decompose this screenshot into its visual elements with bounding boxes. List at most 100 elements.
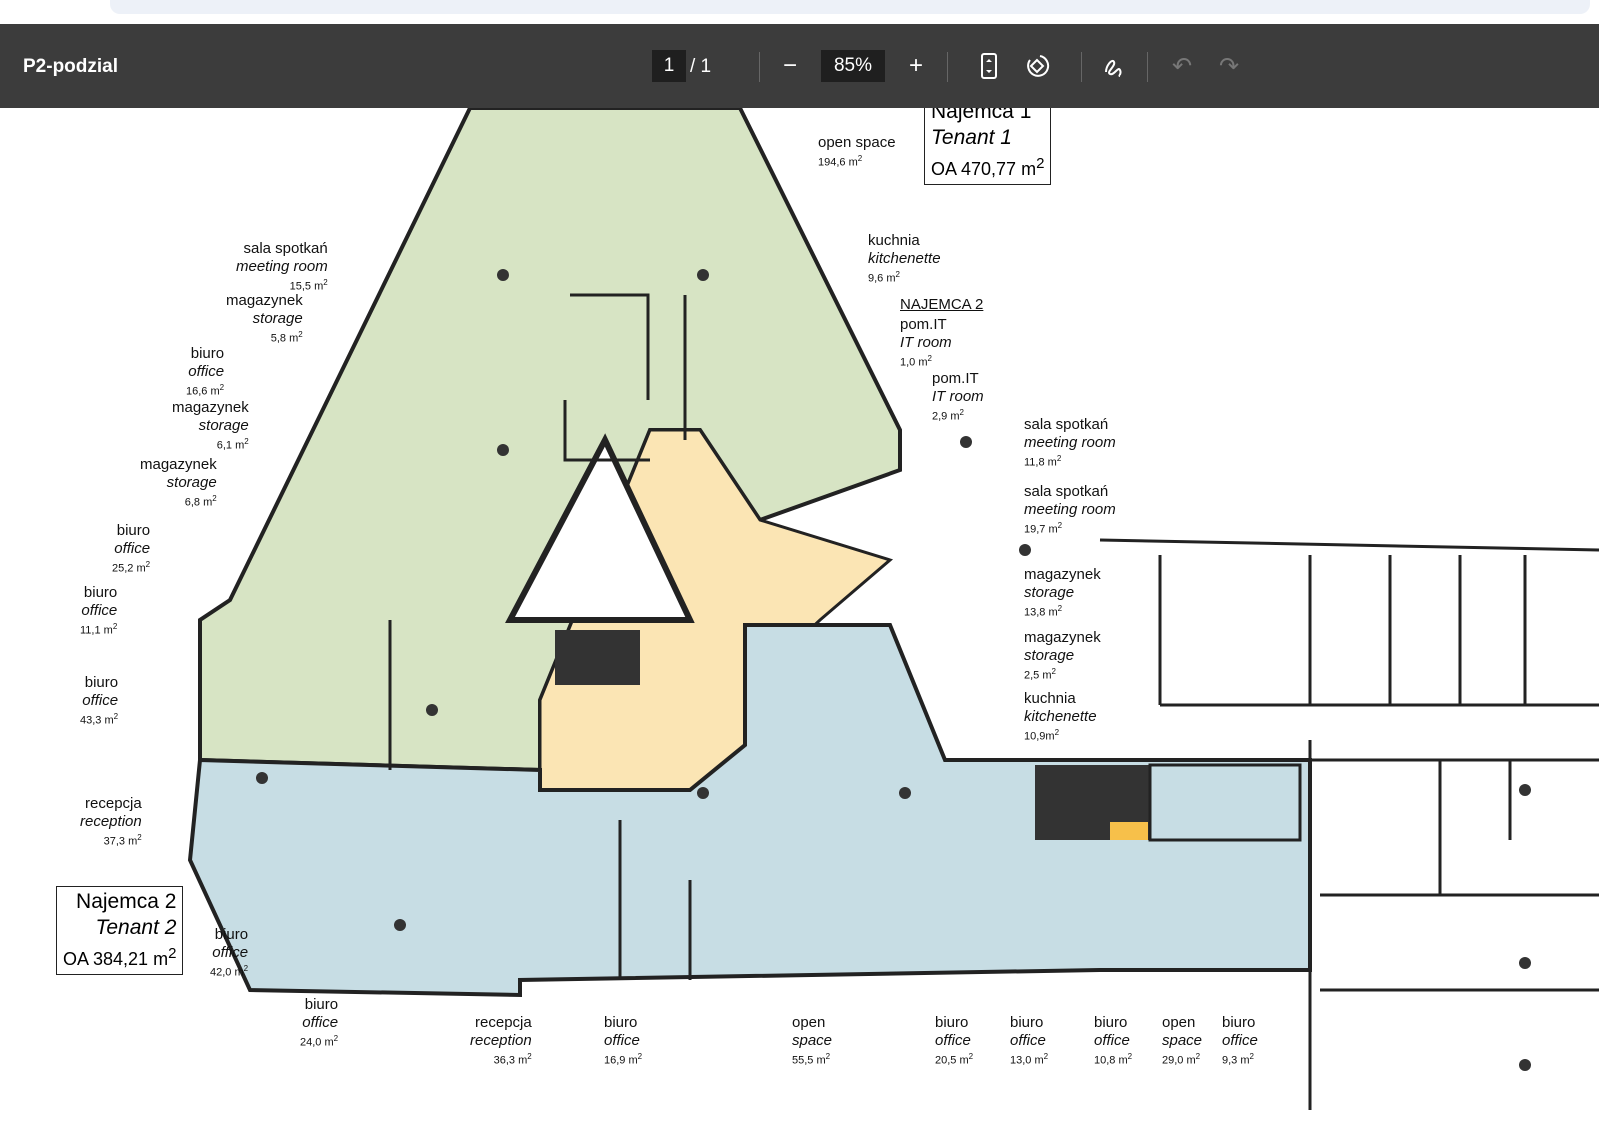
room-name: pom.IT xyxy=(900,316,947,333)
room-area: 29,0 m2 xyxy=(1162,1052,1201,1067)
room-name-en: reception xyxy=(470,1032,532,1049)
room-area: 1,0 m2 xyxy=(900,354,932,369)
zoom-out-button[interactable]: − xyxy=(774,50,806,82)
room-name-en: office xyxy=(81,602,118,619)
room-name-en: office xyxy=(114,540,151,557)
document-title: P2-podzial xyxy=(23,56,119,77)
room-name-en: storage xyxy=(1024,584,1075,601)
divider xyxy=(1081,52,1082,82)
room-name-en: office xyxy=(1222,1032,1258,1049)
room-area: 2,9 m2 xyxy=(932,408,964,423)
room-name-en: meeting room xyxy=(1024,434,1116,451)
pdf-page-view[interactable]: Najemca 1 Tenant 1 OA 470,77 m2 Najemca … xyxy=(0,108,1599,1136)
room-name-en: storage xyxy=(166,474,217,491)
room-name: kuchnia xyxy=(868,232,920,249)
room-name-en: office xyxy=(188,363,225,380)
room-area: 25,2 m2 xyxy=(112,560,151,575)
rotate-icon xyxy=(1027,55,1050,77)
room-name: biuro xyxy=(1094,1014,1128,1031)
elevators xyxy=(555,630,640,685)
room-name: magazynek xyxy=(1024,629,1101,646)
divider xyxy=(947,52,948,82)
redo-button[interactable]: ↷ xyxy=(1213,50,1245,82)
room-name-en: kitchenette xyxy=(868,250,941,267)
room-area: 55,5 m2 xyxy=(792,1052,831,1067)
tenant-name-en: Tenant 1 xyxy=(931,126,1012,149)
rotate-button[interactable] xyxy=(1021,50,1053,82)
room-area: 13,0 m2 xyxy=(1010,1052,1049,1067)
room-label: open space 194,6 m2 xyxy=(818,134,896,170)
room-area: 10,9m2 xyxy=(1024,728,1060,743)
undo-icon: ↶ xyxy=(1171,52,1193,80)
divider xyxy=(1147,52,1148,82)
adjacent-walls xyxy=(388,293,1599,1110)
room-area: 24,0 m2 xyxy=(300,1034,339,1049)
room-name: open xyxy=(792,1014,826,1031)
room-name: magazynek xyxy=(1024,566,1101,583)
room-name: pom.IT xyxy=(932,370,979,387)
room-name: open space xyxy=(818,134,896,151)
room-name: sala spotkań xyxy=(243,240,328,257)
room-area: 11,8 m2 xyxy=(1024,454,1062,469)
room-area: 6,8 m2 xyxy=(184,494,217,509)
room-area: 13,8 m2 xyxy=(1024,604,1063,619)
room-label: NAJEMCA 2 xyxy=(900,296,983,314)
room-area: 19,7 m2 xyxy=(1024,521,1063,536)
room-area: 16,6 m2 xyxy=(186,383,225,398)
room-area: 2,5 m2 xyxy=(1024,667,1056,682)
room-name-en: space xyxy=(1162,1032,1203,1049)
page-number-input[interactable]: 1 xyxy=(652,50,686,82)
room-name: kuchnia xyxy=(1024,690,1076,707)
room-name: biuro xyxy=(116,522,151,539)
room-name-en: office xyxy=(935,1032,971,1049)
room-area: 194,6 m2 xyxy=(818,154,863,169)
room-name-en: office xyxy=(604,1032,640,1049)
room-name: sala spotkań xyxy=(1024,483,1109,500)
room-area: 43,3 m2 xyxy=(80,712,119,727)
room-name-en: office xyxy=(302,1014,339,1031)
floor-plan xyxy=(187,108,1599,1110)
room-area: 20,5 m2 xyxy=(935,1052,974,1067)
room-name: recepcja xyxy=(85,795,142,812)
room-area: 42,0 m2 xyxy=(210,964,249,979)
zoom-in-button[interactable]: + xyxy=(900,50,932,82)
draw-button[interactable] xyxy=(1097,50,1129,82)
room-name-en: storage xyxy=(252,310,303,327)
undo-button[interactable]: ↶ xyxy=(1166,50,1198,82)
fit-page-button[interactable] xyxy=(973,50,1005,82)
room-name: biuro xyxy=(83,584,118,601)
room-name: sala spotkań xyxy=(1024,416,1109,433)
zoom-input[interactable]: 85% xyxy=(821,50,885,82)
room-area: 37,3 m2 xyxy=(103,833,142,848)
redo-icon: ↷ xyxy=(1218,52,1240,80)
divider xyxy=(759,52,760,82)
room-name: biuro xyxy=(214,926,249,943)
tenant-area: OA 470,77 m2 xyxy=(931,155,1045,179)
room-area: 15,5 m2 xyxy=(289,278,328,293)
columns xyxy=(256,269,1531,1071)
room-area: 36,3 m2 xyxy=(493,1052,532,1067)
room-name-en: meeting room xyxy=(236,258,328,275)
room-area: 9,6 m2 xyxy=(868,270,900,285)
pdf-toolbar: P2-podzial 1 / 1 − 85% + ↶ ↷ xyxy=(0,24,1599,108)
room-name-en: IT room xyxy=(900,334,952,351)
room-name: open xyxy=(1162,1014,1196,1031)
page-total: / 1 xyxy=(690,56,712,77)
